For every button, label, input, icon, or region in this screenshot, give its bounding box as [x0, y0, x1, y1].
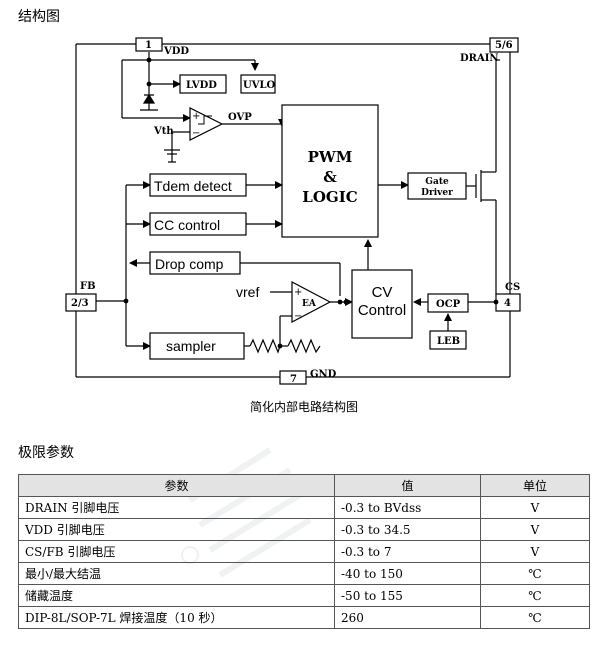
pin-fb-box	[65, 293, 97, 312]
sampler-label: sampler	[166, 338, 216, 354]
cv-control-line1: CV	[372, 284, 393, 301]
pin-cs-label: CS	[505, 282, 520, 293]
cell-value: -0.3 to BVdss	[334, 496, 481, 519]
cc-control-label: CC control	[154, 217, 220, 233]
vth-label: Vth	[153, 126, 174, 137]
cv-control-line2: Control	[358, 302, 406, 319]
pwm-logic-line3: LOGIC	[302, 188, 357, 206]
ovp-plus-sign: +	[192, 111, 200, 122]
pin-drain-number: 5/6	[495, 40, 513, 51]
cell-parameter: DIP-8L/SOP-7L 焊接温度（10 秒）	[18, 606, 335, 629]
gate-driver-line2: Driver	[421, 188, 453, 198]
drop-comp-label: Drop comp	[155, 256, 224, 272]
leb-label: LEB	[437, 336, 460, 347]
pin-gnd-number: 7	[290, 374, 297, 385]
pin-cs-number: 4	[504, 298, 511, 309]
ovp-minus-sign: −	[192, 128, 200, 139]
cell-value: -0.3 to 7	[334, 540, 481, 563]
cell-parameter: CS/FB 引脚电压	[18, 540, 335, 563]
cell-unit: V	[480, 496, 590, 519]
cell-unit: ℃	[480, 584, 590, 607]
pin-gnd-label: GND	[310, 369, 337, 380]
block-diagram: 1 VDD 5/6 DRAIN FB 2/3 CS 4 7 GND LVDD U…	[65, 37, 521, 385]
pin-drain-box	[489, 37, 519, 53]
vref-label: vref	[236, 284, 259, 300]
cell-unit: V	[480, 518, 590, 541]
header-unit: 单位	[480, 474, 590, 497]
pwm-logic-line1: PWM	[308, 148, 353, 166]
limits-table: 参数 值 单位 DRAIN 引脚电压 -0.3 to BVdss V VDD 引…	[18, 474, 590, 629]
lvdd-label: LVDD	[186, 80, 217, 91]
ea-plus-sign: +	[294, 287, 302, 298]
cell-parameter: VDD 引脚电压	[18, 518, 335, 541]
cell-parameter: DRAIN 引脚电压	[18, 496, 335, 519]
limits-section-title: 极限参数	[18, 445, 74, 461]
table-row: DIP-8L/SOP-7L 焊接温度（10 秒） 260 ℃	[18, 606, 590, 629]
ea-label: EA	[302, 299, 317, 309]
table-row: 储藏温度 -50 to 155 ℃	[18, 584, 590, 607]
ocp-label: OCP	[436, 299, 461, 310]
table-header-row: 参数 值 单位	[18, 474, 590, 497]
table-row: VDD 引脚电压 -0.3 to 34.5 V	[18, 518, 590, 541]
ea-minus-sign: −	[294, 311, 302, 322]
cell-value: -50 to 155	[334, 584, 481, 607]
header-value: 值	[334, 474, 481, 497]
cell-value: -40 to 150	[334, 562, 481, 585]
diagram-section-title: 结构图	[18, 9, 60, 25]
cell-value: 260	[334, 606, 481, 629]
gate-driver-line1: Gate	[425, 177, 449, 187]
table-row: 最小/最大结温 -40 to 150 ℃	[18, 562, 590, 585]
diagram-caption: 简化内部电路结构图	[249, 400, 358, 414]
cell-value: -0.3 to 34.5	[334, 518, 481, 541]
pin-vdd-number: 1	[145, 40, 152, 51]
table-row: CS/FB 引脚电压 -0.3 to 7 V	[18, 540, 590, 563]
header-parameter: 参数	[18, 474, 335, 497]
pin-vdd-box	[135, 37, 163, 52]
table-row: DRAIN 引脚电压 -0.3 to BVdss V	[18, 496, 590, 519]
pin-fb-label: FB	[80, 281, 96, 292]
pwm-logic-line2: &	[323, 168, 337, 186]
cell-unit: V	[480, 540, 590, 563]
tdem-detect-label: Tdem detect	[154, 178, 232, 194]
pin-gnd-box	[279, 370, 307, 385]
pin-drain-label: DRAIN	[460, 53, 499, 64]
pin-vdd-label: VDD	[163, 46, 189, 57]
cell-unit: ℃	[480, 562, 590, 585]
cell-parameter: 最小/最大结温	[18, 562, 335, 585]
cell-unit: ℃	[480, 606, 590, 629]
pin-fb-number: 2/3	[71, 298, 89, 309]
cell-parameter: 储藏温度	[18, 584, 335, 607]
uvlo-label: UVLO	[243, 80, 276, 91]
ovp-label: OVP	[228, 112, 252, 123]
